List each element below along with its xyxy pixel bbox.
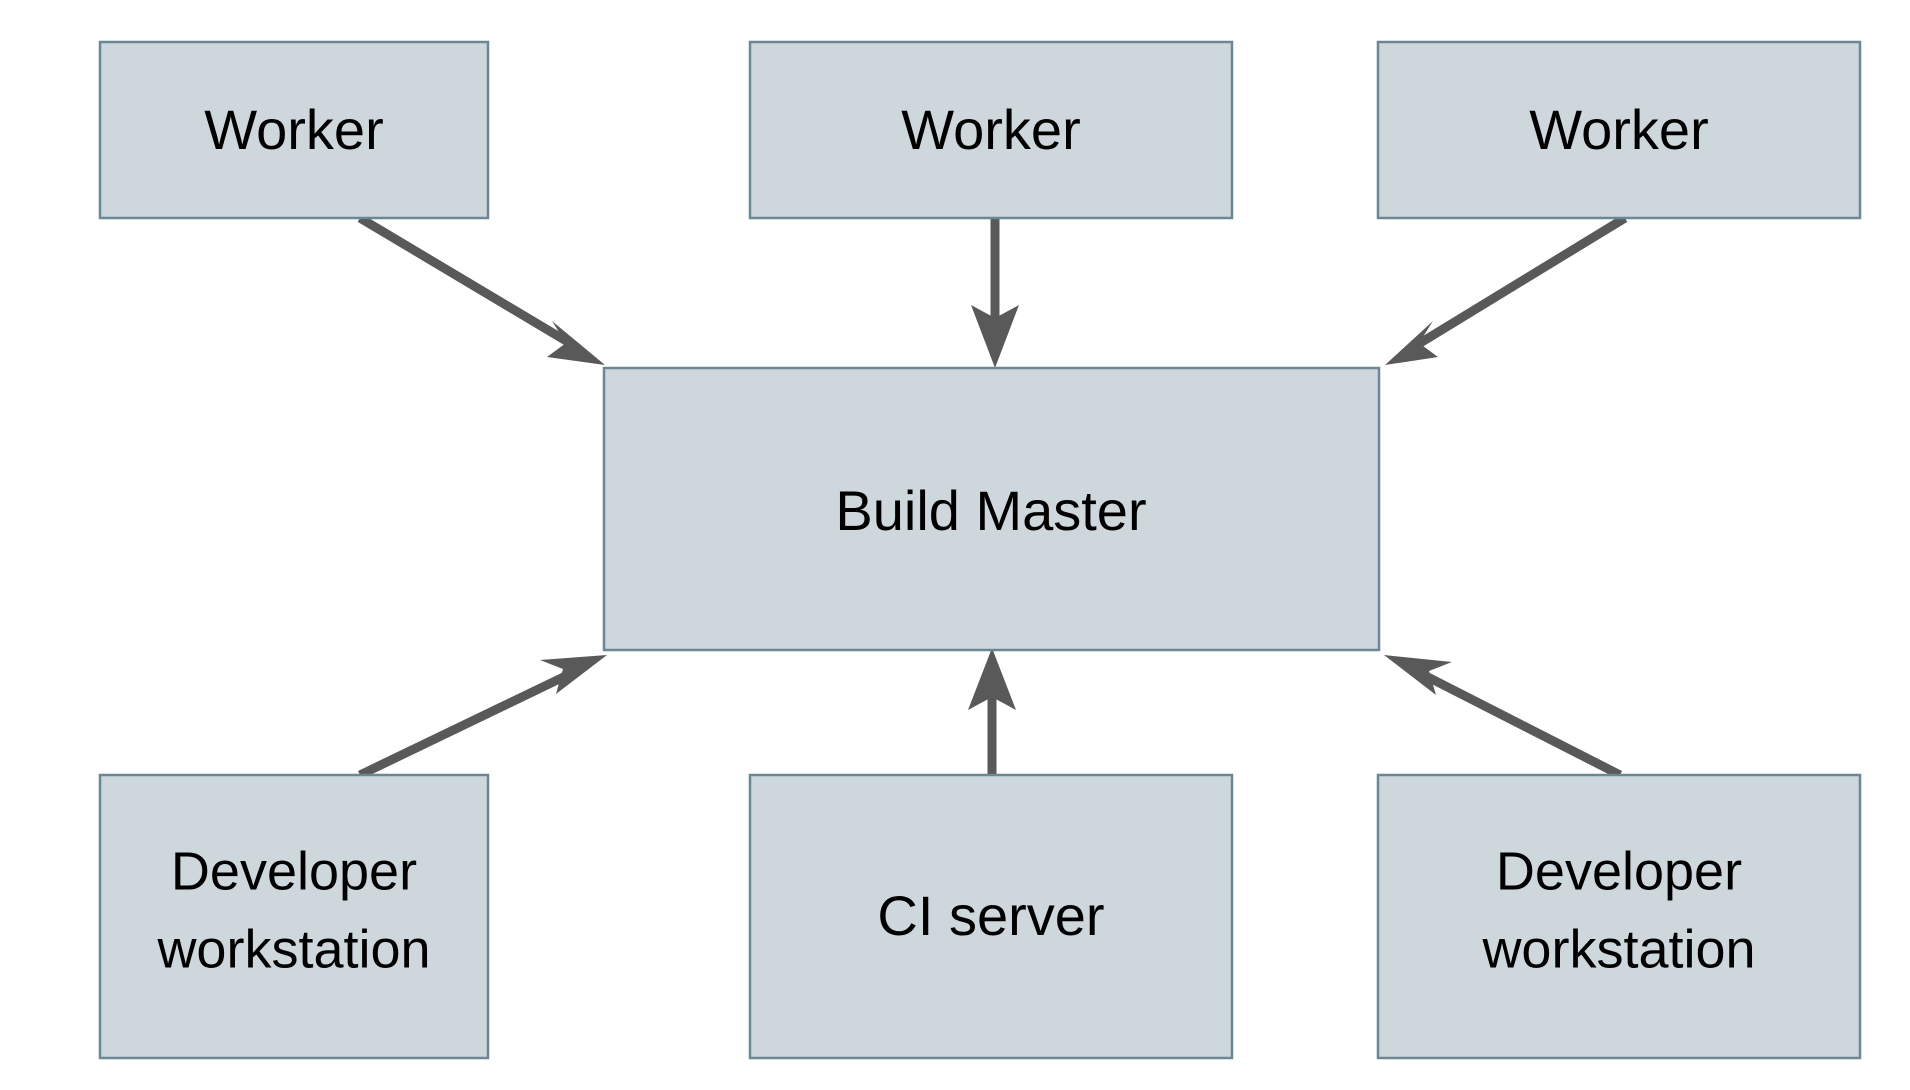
node-worker-left-box[interactable]: [98, 40, 490, 220]
node-dev-right-label-line2: workstation: [1481, 919, 1755, 979]
edge-ci-server-to-master: [968, 648, 1016, 775]
edge-worker-center-to-master: [971, 218, 1019, 368]
node-dev-right[interactable]: Developer workstation: [1376, 773, 1862, 1060]
node-worker-right-box[interactable]: [1376, 40, 1862, 220]
node-worker-center[interactable]: Worker: [748, 40, 1234, 220]
node-worker-left-label: Worker: [204, 98, 383, 161]
node-dev-left-label-line1: Developer: [171, 841, 417, 901]
edge-worker-right-to-master-line: [1409, 214, 1628, 352]
node-dev-right-label-line1: Developer: [1496, 841, 1742, 901]
edge-worker-left-to-master-arrowhead: [547, 321, 605, 365]
node-ci-server-label: CI server: [877, 884, 1104, 947]
node-worker-right[interactable]: Worker: [1376, 40, 1862, 220]
node-dev-left[interactable]: Developer workstation: [98, 773, 490, 1060]
edge-worker-left-to-master: [357, 214, 605, 365]
node-dev-left-label-line2: workstation: [156, 919, 430, 979]
node-dev-right-box[interactable]: [1376, 773, 1862, 1060]
edge-worker-center-to-master-arrowhead: [971, 305, 1019, 368]
node-dev-left-box[interactable]: [98, 773, 490, 1060]
node-worker-right-label: Worker: [1529, 98, 1708, 161]
edge-dev-left-to-master-arrowhead: [540, 655, 607, 694]
node-worker-center-box[interactable]: [748, 40, 1234, 220]
edge-dev-left-to-master: [358, 655, 607, 780]
edge-ci-server-to-master-arrowhead: [968, 648, 1016, 710]
node-ci-server[interactable]: CI server: [748, 773, 1234, 1060]
edge-worker-left-to-master-line: [357, 214, 581, 352]
node-build-master-label: Build Master: [835, 479, 1146, 542]
node-build-master[interactable]: Build Master: [602, 366, 1381, 652]
edge-worker-right-to-master: [1385, 214, 1628, 365]
edge-dev-right-to-master-arrowhead: [1384, 655, 1452, 695]
node-ci-server-box[interactable]: [748, 773, 1234, 1060]
edge-dev-right-to-master: [1384, 655, 1623, 780]
edge-dev-left-to-master-line: [358, 665, 580, 780]
edge-dev-right-to-master-line: [1415, 667, 1623, 780]
node-worker-left[interactable]: Worker: [98, 40, 490, 220]
node-worker-center-label: Worker: [901, 98, 1080, 161]
node-build-master-box[interactable]: [602, 366, 1381, 652]
edge-worker-right-to-master-arrowhead: [1385, 321, 1438, 365]
